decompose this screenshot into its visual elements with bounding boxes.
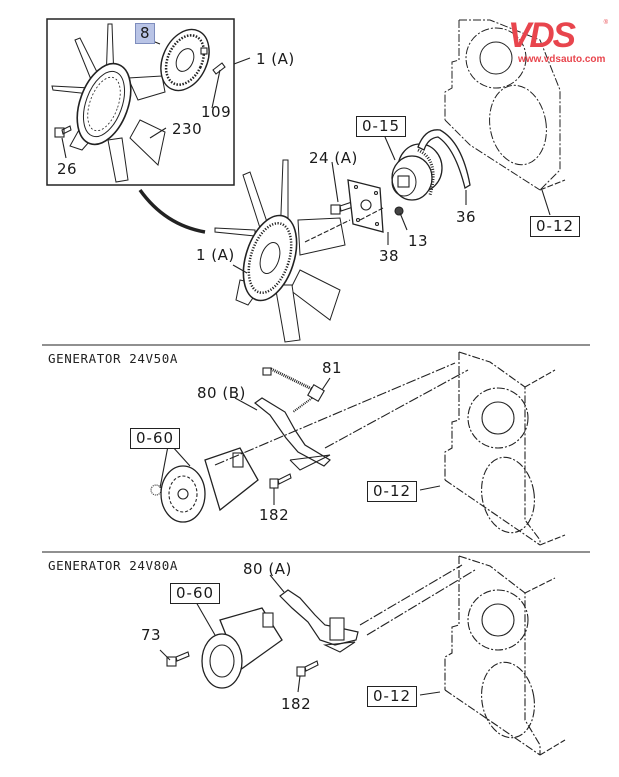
bolt-icon <box>296 660 319 677</box>
part-label-38[interactable]: 38 <box>379 247 400 265</box>
nut-icon <box>394 206 404 216</box>
ref-generator-0-60[interactable]: 0-60 <box>170 583 221 604</box>
part-label-36[interactable]: 36 <box>456 208 477 226</box>
housing-icon <box>444 19 561 191</box>
cover-icon <box>417 129 471 190</box>
connector-arrow <box>138 188 206 234</box>
generator-icon <box>150 447 259 523</box>
fan-icon <box>214 159 346 343</box>
part-label-fan-assembly-inset[interactable]: 1 (A) <box>256 50 295 68</box>
inset-fan-icon <box>51 23 166 183</box>
logo-url: www.vdsauto.com <box>518 54 606 65</box>
inset-screw-icon <box>54 125 72 138</box>
ref-housing-0-12[interactable]: 0-12 <box>367 686 418 707</box>
ref-generator-0-60[interactable]: 0-60 <box>130 428 181 449</box>
bracket-icon <box>279 589 359 646</box>
part-label-230[interactable]: 230 <box>172 120 203 138</box>
part-label-24a[interactable]: 24 (A) <box>309 149 358 167</box>
section-title-gen50: GENERATOR 24V50A <box>48 351 179 366</box>
inset-frame <box>46 18 235 186</box>
adjust-bolt-icon <box>262 367 325 413</box>
generator-icon <box>201 607 283 689</box>
section-title-gen80: GENERATOR 24V80A <box>48 558 179 573</box>
housing-icon <box>444 351 541 546</box>
part-label-13[interactable]: 13 <box>408 232 429 250</box>
logo-brand: VDS <box>508 16 576 55</box>
logo-registered-mark: ® <box>603 20 608 26</box>
ref-housing-0-12[interactable]: 0-12 <box>367 481 418 502</box>
part-label-81[interactable]: 81 <box>322 359 343 377</box>
part-label-182[interactable]: 182 <box>259 506 290 524</box>
part-label-80b[interactable]: 80 (B) <box>197 384 246 402</box>
inset-clutch-icon <box>160 28 210 92</box>
part-label-fan-clutch[interactable]: 1 (A) <box>196 246 235 264</box>
inset-bolt-icon <box>212 62 226 75</box>
pulley-icon <box>391 143 443 201</box>
bolt-icon <box>330 201 354 215</box>
part-label-26[interactable]: 26 <box>57 160 78 178</box>
ref-pulley-0-15[interactable]: 0-15 <box>356 116 407 137</box>
part-label-73[interactable]: 73 <box>141 626 162 644</box>
ref-housing-0-12[interactable]: 0-12 <box>530 216 581 237</box>
part-label-109[interactable]: 109 <box>201 103 232 121</box>
housing-icon <box>444 555 541 756</box>
part-label-80a[interactable]: 80 (A) <box>243 560 292 578</box>
plate-icon <box>347 179 384 233</box>
bolt-icon <box>166 651 190 667</box>
bolt-icon <box>269 473 292 489</box>
vds-logo: VDS ® www.vdsauto.com <box>508 18 608 65</box>
part-label-182[interactable]: 182 <box>281 695 312 713</box>
part-callout-8[interactable]: 8 <box>135 23 155 44</box>
